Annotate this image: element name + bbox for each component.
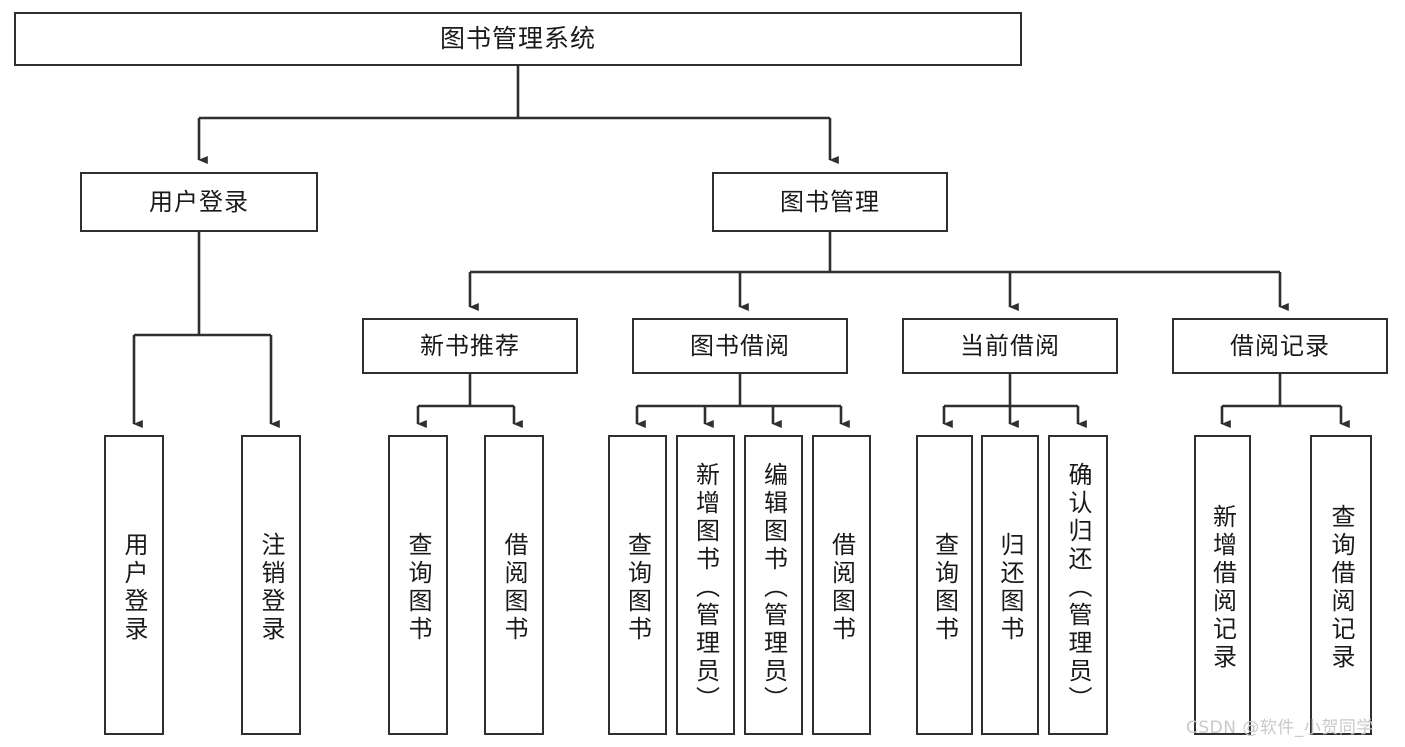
leaf-query-book-current[interactable]: 查询图书 (916, 435, 973, 735)
node-current-borrow[interactable]: 当前借阅 (902, 318, 1118, 374)
node-book-management[interactable]: 图书管理 (712, 172, 948, 232)
node-new-book-recommend[interactable]: 新书推荐 (362, 318, 578, 374)
leaf-query-borrow-record-label: 查询借阅记录 (1327, 504, 1355, 672)
node-borrow-records-label: 借阅记录 (1230, 331, 1330, 360)
node-user-login[interactable]: 用户登录 (80, 172, 318, 232)
watermark-text: CSDN @软件_小贺同学 (1186, 718, 1374, 738)
node-book-borrow[interactable]: 图书借阅 (632, 318, 848, 374)
leaf-user-login-label: 用户登录 (120, 532, 148, 644)
leaf-add-borrow-record-label: 新增借阅记录 (1208, 504, 1237, 672)
leaf-return-book[interactable]: 归还图书 (981, 435, 1039, 735)
leaf-user-logout-label: 注销登录 (257, 532, 285, 644)
node-root[interactable]: 图书管理系统 (14, 12, 1022, 66)
leaf-query-book-borrow-label: 查询图书 (623, 532, 652, 644)
leaf-borrow-book-label: 借阅图书 (827, 532, 856, 644)
leaf-return-book-label: 归还图书 (996, 532, 1024, 644)
node-root-label: 图书管理系统 (439, 24, 596, 54)
leaf-add-book-admin-label: 新增图书（管理员） (691, 462, 720, 714)
node-new-book-recommend-label: 新书推荐 (420, 331, 520, 360)
node-book-management-label: 图书管理 (780, 187, 880, 216)
node-book-borrow-label: 图书借阅 (690, 331, 790, 360)
leaf-query-book-recommend-label: 查询图书 (404, 532, 432, 644)
leaf-confirm-return-admin-label: 确认归还（管理员） (1064, 462, 1092, 714)
leaf-query-book-recommend[interactable]: 查询图书 (388, 435, 448, 735)
leaf-user-logout[interactable]: 注销登录 (241, 435, 301, 735)
leaf-query-borrow-record[interactable]: 查询借阅记录 (1310, 435, 1372, 735)
leaf-borrow-book-recommend-label: 借阅图书 (500, 532, 528, 644)
leaf-edit-book-admin[interactable]: 编辑图书（管理员） (744, 435, 803, 735)
leaf-query-book-current-label: 查询图书 (930, 532, 959, 644)
leaf-add-book-admin[interactable]: 新增图书（管理员） (676, 435, 735, 735)
leaf-query-book-borrow[interactable]: 查询图书 (608, 435, 667, 735)
node-user-login-label: 用户登录 (149, 187, 249, 216)
node-borrow-records[interactable]: 借阅记录 (1172, 318, 1388, 374)
leaf-borrow-book-recommend[interactable]: 借阅图书 (484, 435, 544, 735)
leaf-borrow-book[interactable]: 借阅图书 (812, 435, 871, 735)
leaf-user-login[interactable]: 用户登录 (104, 435, 164, 735)
leaf-add-borrow-record[interactable]: 新增借阅记录 (1194, 435, 1251, 735)
node-current-borrow-label: 当前借阅 (960, 331, 1060, 360)
leaf-confirm-return-admin[interactable]: 确认归还（管理员） (1048, 435, 1108, 735)
leaf-edit-book-admin-label: 编辑图书（管理员） (759, 462, 788, 714)
